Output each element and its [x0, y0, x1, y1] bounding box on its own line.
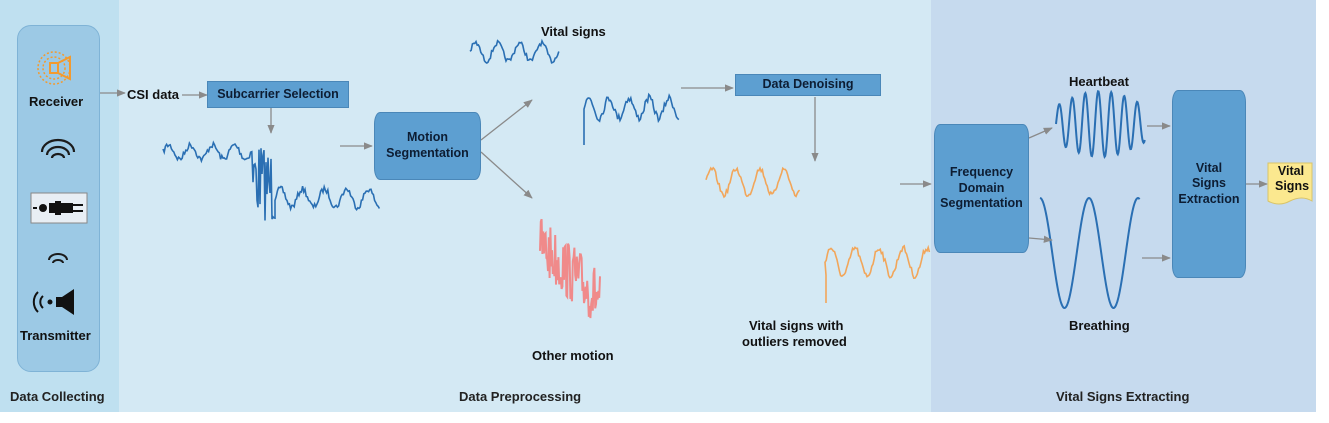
raw-csi-waveform [162, 140, 381, 221]
panel-data-preprocessing [119, 0, 931, 412]
output-line1: Vital [1277, 164, 1305, 178]
vital-signs-waveform [469, 38, 560, 64]
arrow-motion-to-vital [480, 99, 533, 141]
subcarrier-selection-text: Subcarrier Selection [217, 86, 339, 101]
vse-line3: Extraction [1178, 191, 1240, 206]
small-signal-icon [48, 253, 68, 264]
frequency-domain-segmentation-box: Frequency Domain Segmentation [934, 124, 1029, 253]
subcarrier-selection-box: Subcarrier Selection [207, 81, 349, 108]
vital-signs-extraction-box: Vital Signs Extraction [1172, 90, 1246, 278]
transmitter-label: Transmitter [20, 328, 91, 343]
outliers-label-line1: Vital signs with [749, 318, 844, 333]
heartbeat-waveform [1055, 89, 1146, 160]
data-denoising-box: Data Denoising [735, 74, 881, 96]
data-denoising-text: Data Denoising [762, 77, 854, 92]
output-document-shape [1267, 162, 1313, 205]
other-motion-waveform [539, 218, 601, 319]
arrow-freq-to-breathing [1028, 235, 1053, 243]
segmented-vital-waveform [583, 92, 680, 145]
arrow-freq-to-heartbeat [1028, 127, 1053, 139]
vital-signs-label: Vital signs [541, 24, 606, 39]
receiver-label: Receiver [29, 94, 84, 109]
section-data-collecting: Data Collecting [10, 389, 105, 404]
arrow-motion-to-other [480, 151, 533, 199]
section-data-preprocessing: Data Preprocessing [459, 389, 582, 404]
transmitter-icon [32, 289, 74, 315]
vse-line1: Vital [1195, 160, 1223, 175]
motion-segmentation-box: Motion Segmentation [374, 112, 481, 180]
outliers-label-line2: outliers removed [742, 334, 847, 349]
heartbeat-label: Heartbeat [1069, 74, 1129, 89]
person-lying-icon [30, 192, 88, 224]
motion-segmentation-line1: Motion [407, 130, 448, 145]
frequency-line3: Segmentation [940, 196, 1023, 211]
frequency-line1: Frequency [949, 165, 1014, 180]
other-motion-label: Other motion [532, 348, 614, 363]
output-line2: Signs [1275, 179, 1310, 193]
section-vital-signs-extracting: Vital Signs Extracting [1056, 389, 1190, 404]
denoised-waveform [705, 165, 801, 199]
frequency-line2: Domain [958, 180, 1005, 195]
motion-segmentation-line2: Segmentation [386, 146, 469, 160]
breathing-label: Breathing [1069, 318, 1130, 333]
output-vital-signs: Vital Signs [1275, 164, 1310, 194]
outliers-removed-waveform [824, 244, 931, 303]
receiver-icon [37, 51, 71, 85]
wifi-signal-icon [40, 138, 76, 159]
breathing-waveform [1039, 196, 1141, 310]
vse-line2: Signs [1191, 176, 1227, 191]
csi-data-label: CSI data [127, 87, 180, 102]
